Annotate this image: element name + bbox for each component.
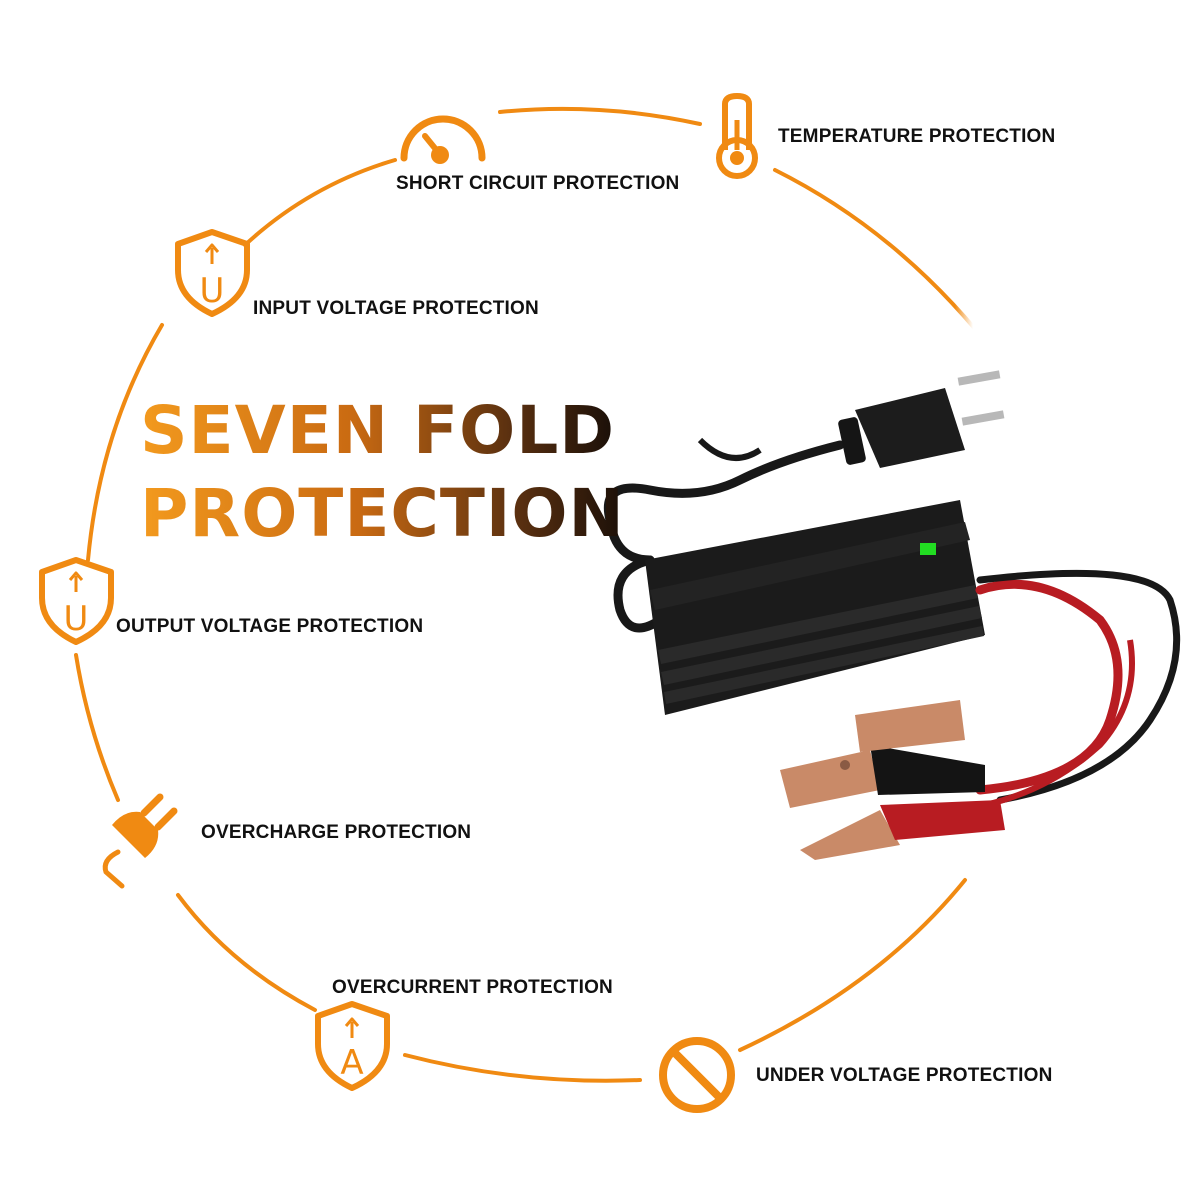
shield-letter-u: U: [200, 271, 225, 311]
plug-icon: [102, 793, 178, 889]
label-overcharge-protection: OVERCHARGE PROTECTION: [201, 822, 472, 843]
label-short-circuit-protection: SHORT CIRCUIT PROTECTION: [396, 173, 680, 194]
battery-charger: [604, 370, 1181, 860]
prohibited-icon: [659, 1037, 735, 1113]
ac-plug: [838, 370, 1005, 468]
indicator-led: [920, 543, 936, 555]
label-output-voltage-protection: OUTPUT VOLTAGE PROTECTION: [116, 616, 424, 637]
red-clamp: [800, 700, 1005, 860]
headline-line-1: SEVEN FOLD: [140, 392, 616, 469]
thermometer-icon: [716, 93, 758, 179]
headline-line-2: PROTECTION: [140, 475, 625, 552]
shield-voltage-icon: [175, 229, 250, 317]
gauge-icon: [400, 115, 486, 164]
label-input-voltage-protection: INPUT VOLTAGE PROTECTION: [253, 298, 539, 319]
shield-ampere-icon: [315, 1001, 390, 1091]
label-under-voltage-protection: UNDER VOLTAGE PROTECTION: [756, 1065, 1053, 1086]
orbit-ring: [74, 106, 1002, 1083]
shield-letter-a: A: [340, 1043, 363, 1083]
black-clamp: [780, 745, 985, 808]
label-overcurrent-protection: OVERCURRENT PROTECTION: [332, 977, 613, 998]
charger-body: [645, 500, 985, 715]
shield-voltage-icon: [39, 557, 114, 645]
shield-letter-u: U: [64, 599, 89, 639]
label-temperature-protection: TEMPERATURE PROTECTION: [778, 126, 1056, 147]
